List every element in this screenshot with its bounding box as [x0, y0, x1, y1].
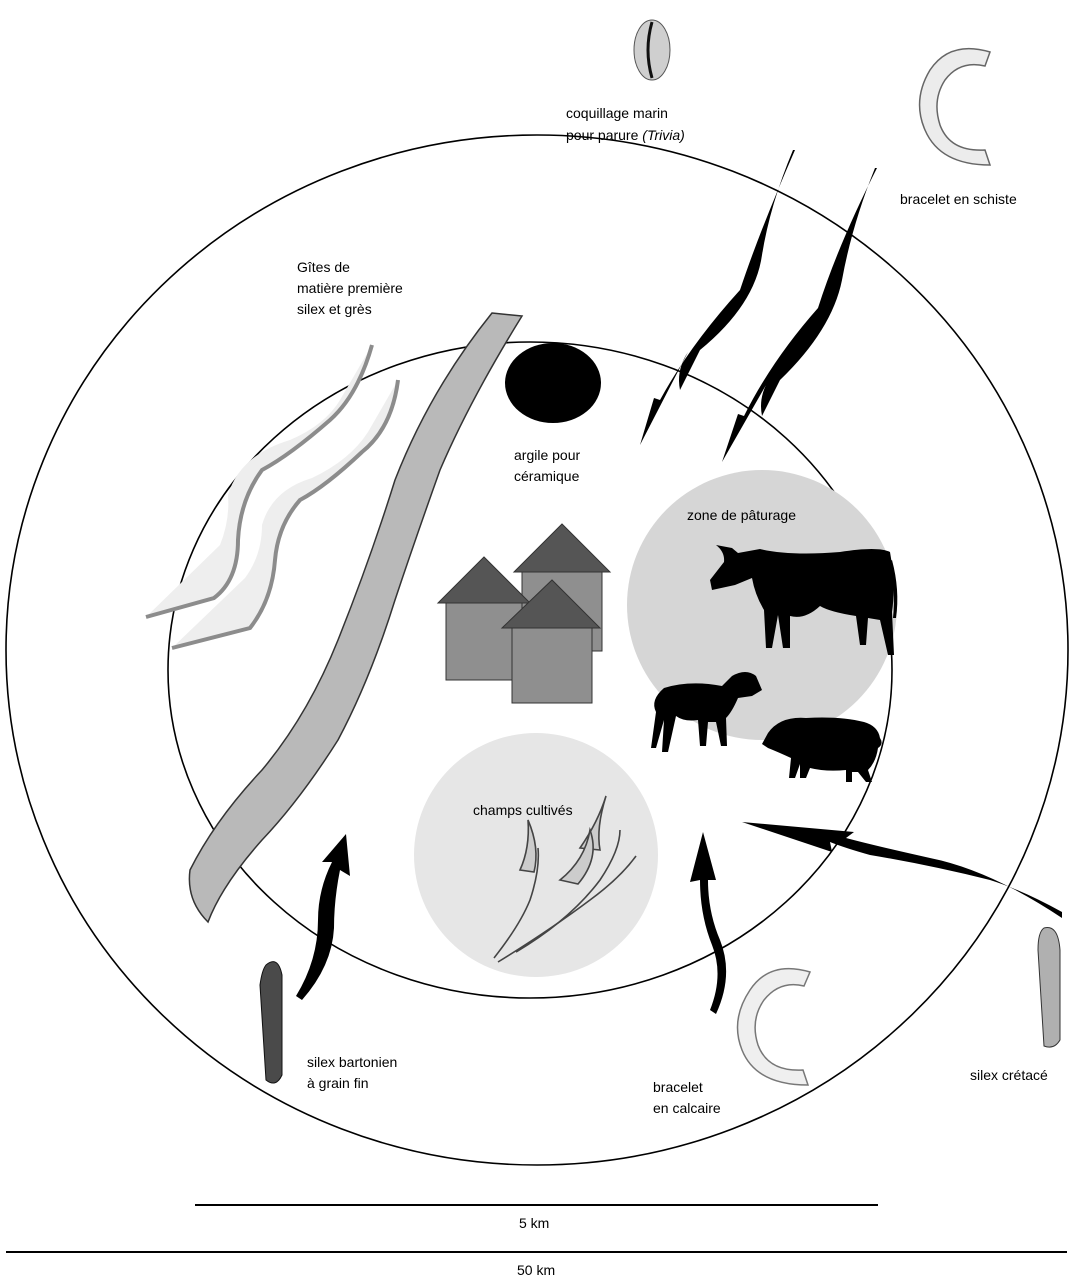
label-coquillage-1: coquillage marin — [566, 105, 668, 121]
arrow-bracelet-calcaire — [690, 832, 726, 1014]
label-gites-3: silex et grès — [297, 301, 372, 317]
label-argile-1: argile pour — [514, 447, 580, 463]
label-paturage: zone de pâturage — [687, 507, 796, 523]
label-bracelet-calcaire-2: en calcaire — [653, 1100, 721, 1116]
label-gites-1: Gîtes de — [297, 259, 350, 275]
arrow-bracelet-schiste — [722, 168, 877, 462]
label-bracelet-schiste: bracelet en schiste — [900, 191, 1017, 207]
label-bracelet-calcaire-1: bracelet — [653, 1079, 703, 1095]
arrow-silex-cretace — [742, 822, 1062, 918]
label-silex-bartonien-2: à grain fin — [307, 1075, 368, 1091]
label-gites-2: matière première — [297, 280, 403, 296]
limestone-bracelet-icon — [738, 969, 811, 1085]
clay-deposit — [505, 343, 601, 423]
schist-bracelet-icon — [920, 49, 990, 165]
bartonian-flint-icon — [260, 962, 282, 1083]
arrow-silex-bartonien — [296, 834, 350, 1000]
cretaceous-flint-icon — [1038, 927, 1060, 1047]
scale-label-50km: 50 km — [517, 1262, 555, 1278]
label-silex-bartonien-1: silex bartonien — [307, 1054, 397, 1070]
label-champs: champs cultivés — [473, 802, 573, 818]
label-coquillage-italic: (Trivia) — [642, 127, 685, 143]
arrow-coquillage — [640, 150, 795, 445]
label-argile-2: céramique — [514, 468, 580, 484]
label-silex-cretace: silex crétacé — [970, 1067, 1048, 1083]
pig-silhouette — [762, 718, 882, 783]
cowrie-shell-icon — [634, 20, 670, 80]
label-coquillage-2: pour parure (Trivia) — [566, 127, 685, 143]
scale-label-5km: 5 km — [519, 1215, 549, 1231]
village-houses — [438, 524, 610, 703]
